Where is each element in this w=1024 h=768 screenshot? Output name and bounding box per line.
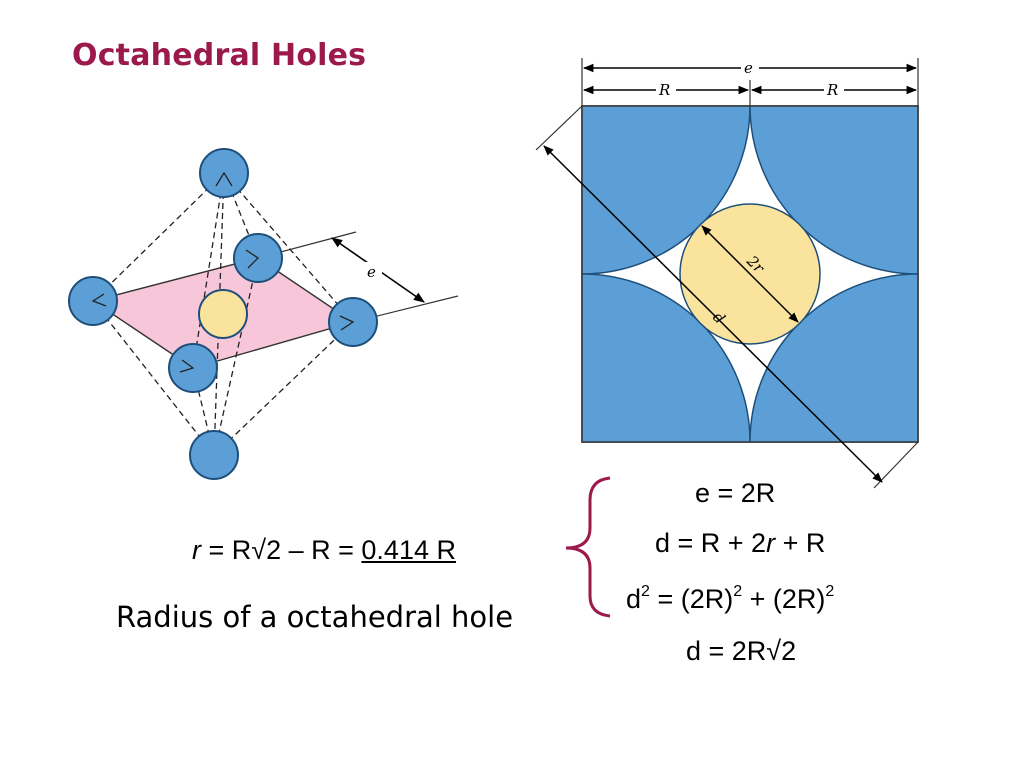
vertex-arrow-tips <box>91 171 355 373</box>
square-cross-section-diagram: e R R d 2r <box>535 58 919 489</box>
radius-value: 0.414 R <box>361 535 456 565</box>
edge-label: e <box>367 263 376 281</box>
hole-diameter-arrow <box>701 225 799 323</box>
equation-d-result: d = 2R√2 <box>686 636 797 666</box>
equation-d-sum: d = R + 2r + R <box>655 528 826 558</box>
octahedral-hole-sphere <box>198 289 248 339</box>
octahedron-diagram: e <box>68 148 459 480</box>
edge-label-bg <box>362 262 382 280</box>
page-title: Octahedral Holes <box>72 38 367 73</box>
right-radius-label: R <box>826 81 838 99</box>
equation-e: e = 2R <box>695 478 776 508</box>
left-radius-label: R <box>658 81 670 99</box>
equation-d-squared: d2 = (2R)2 + (2R)2 <box>626 583 835 615</box>
radius-equation: r = R√2 – R = 0.414 R <box>192 535 456 565</box>
sphere-bottom <box>189 430 239 480</box>
curly-brace <box>565 476 611 618</box>
caption: Radius of a octahedral hole <box>116 600 514 634</box>
top-edge-label: e <box>744 59 753 77</box>
